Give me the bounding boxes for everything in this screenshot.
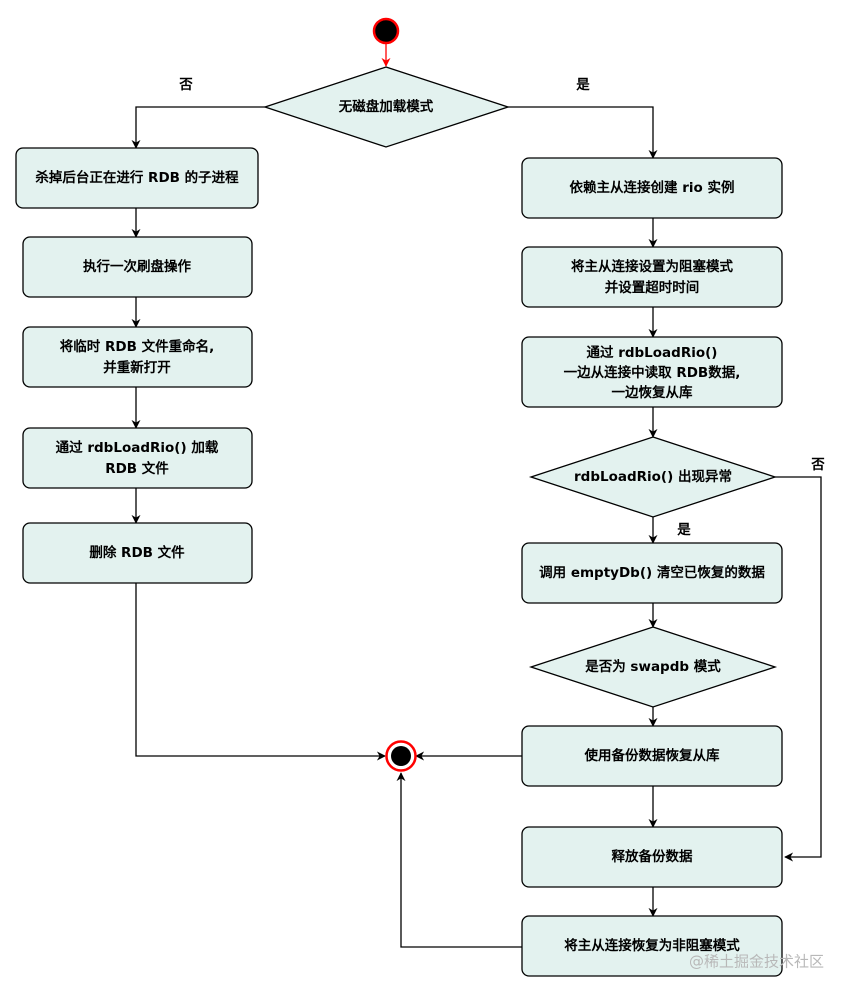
step-release-backup-label: 释放备份数据 (612, 848, 693, 865)
end-node (385, 740, 417, 772)
step-rename-label-2: 并重新打开 (103, 359, 171, 376)
step-set-block-label-2: 并设置超时时间 (605, 279, 700, 296)
step-flush: 执行一次刷盘操作 (22, 236, 253, 298)
step-set-block-label-1: 将主从连接设置为阻塞模式 (571, 258, 733, 275)
step-set-block: 将主从连接设置为阻塞模式 并设置超时时间 (521, 246, 783, 308)
step-empty-db-label: 调用 emptyDb() 清空已恢复的数据 (539, 564, 765, 581)
decision-diskless: 无磁盘加载模式 (262, 66, 511, 148)
step-empty-db: 调用 emptyDb() 清空已恢复的数据 (521, 542, 783, 604)
step-create-rio: 依赖主从连接创建 rio 实例 (521, 157, 783, 219)
start-node (372, 17, 400, 45)
step-restore-nonblock: 将主从连接恢复为非阻塞模式 (521, 915, 783, 977)
edge-diskless-no (131, 106, 265, 149)
decision-diskless-label: 无磁盘加载模式 (338, 98, 434, 115)
edges (131, 44, 822, 948)
step-create-rio-label: 依赖主从连接创建 rio 实例 (570, 179, 735, 196)
step-restore-backup-label: 使用备份数据恢复从库 (584, 747, 720, 764)
step-load-conn-label-3: 一边恢复从库 (612, 384, 693, 401)
decision-swapdb: 是否为 swapdb 模式 (528, 626, 778, 708)
label-exception-yes: 是 (677, 522, 691, 538)
step-load-conn-label-1: 通过 rdbLoadRio() (587, 344, 718, 361)
decision-exception-label: rdbLoadRio() 出现异常 (574, 468, 732, 485)
step-delete-rdb: 删除 RDB 文件 (22, 522, 253, 584)
edge-delete-to-end (135, 583, 386, 761)
edge-exception-no (775, 476, 822, 862)
step-release-backup: 释放备份数据 (521, 826, 783, 888)
decision-exception: rdbLoadRio() 出现异常 (528, 436, 778, 518)
label-diskless-yes: 是 (576, 77, 590, 93)
step-load-conn: 通过 rdbLoadRio() 一边从连接中读取 RDB数据, 一边恢复从库 (521, 336, 783, 408)
step-kill-child: 杀掉后台正在进行 RDB 的子进程 (15, 147, 259, 209)
edge-diskless-yes (508, 106, 658, 159)
step-load-file-label-1: 通过 rdbLoadRio() 加载 (56, 439, 219, 456)
decision-swapdb-label: 是否为 swapdb 模式 (585, 658, 721, 675)
step-load-conn-label-2: 一边从连接中读取 RDB数据, (564, 364, 741, 381)
step-restore-nonblock-label: 将主从连接恢复为非阻塞模式 (564, 937, 740, 954)
step-rename: 将临时 RDB 文件重命名, 并重新打开 (22, 326, 253, 388)
step-load-file-label-2: RDB 文件 (105, 460, 169, 477)
step-delete-rdb-label: 删除 RDB 文件 (89, 544, 185, 561)
step-flush-label: 执行一次刷盘操作 (83, 258, 191, 275)
edge-nonblock-to-end (396, 772, 522, 948)
step-kill-child-label: 杀掉后台正在进行 RDB 的子进程 (35, 169, 239, 186)
label-diskless-no: 否 (178, 77, 193, 93)
step-load-file: 通过 rdbLoadRio() 加载 RDB 文件 (22, 427, 253, 489)
step-rename-label-1: 将临时 RDB 文件重命名, (60, 338, 214, 355)
label-exception-no: 否 (810, 457, 825, 473)
watermark: @稀土掘金技术社区 (689, 953, 824, 971)
step-restore-backup: 使用备份数据恢复从库 (521, 725, 783, 787)
